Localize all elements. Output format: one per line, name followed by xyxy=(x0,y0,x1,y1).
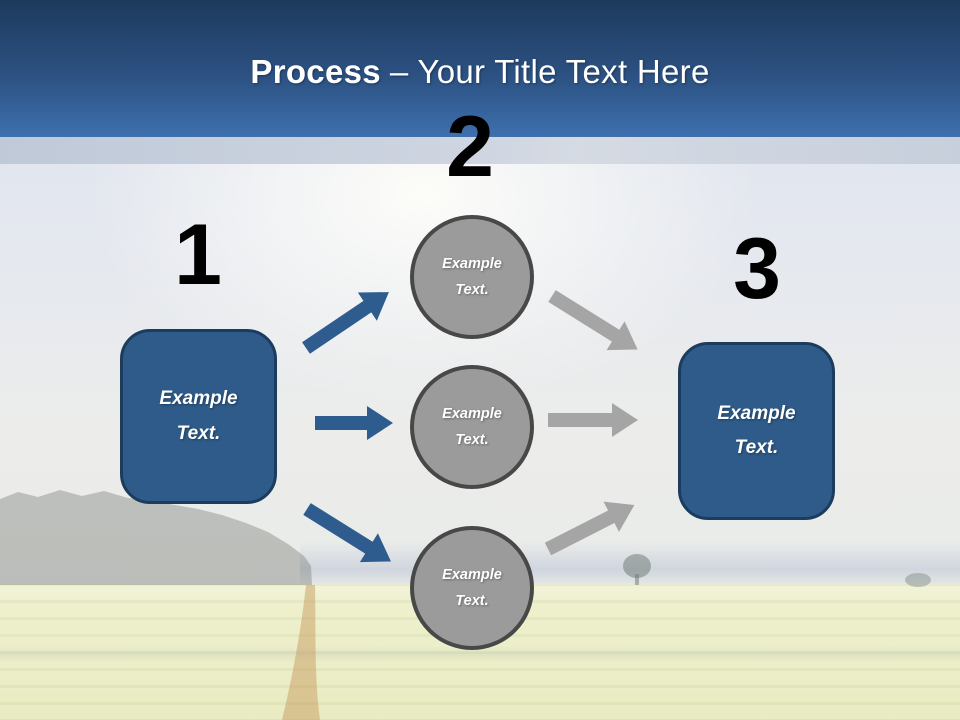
field-trail xyxy=(282,585,320,720)
process-circle-label: Example Text. xyxy=(442,566,502,609)
step-number-3: 3 xyxy=(733,221,781,317)
process-circle-label: Example Text. xyxy=(442,255,502,298)
arrow-down-right-icon xyxy=(548,290,638,351)
distant-tree xyxy=(623,554,651,585)
arrow-right-icon xyxy=(315,406,393,440)
title-keyword: Process xyxy=(250,53,381,90)
distant-bush xyxy=(905,573,931,587)
process-circle-bottom: Example Text. xyxy=(410,526,534,650)
divider-band xyxy=(0,137,960,164)
process-circle-label: Example Text. xyxy=(442,405,502,448)
process-circle-middle: Example Text. xyxy=(410,365,534,489)
process-box-left: Example Text. xyxy=(120,329,277,504)
process-circle-top: Example Text. xyxy=(410,215,534,339)
process-box-label: Example Text. xyxy=(717,402,796,458)
process-box-right: Example Text. xyxy=(678,342,835,520)
arrow-up-right-icon xyxy=(302,292,389,354)
header-bar xyxy=(0,0,960,137)
step-number-1: 1 xyxy=(174,207,222,303)
process-box-label: Example Text. xyxy=(159,388,238,444)
title-subtitle: – Your Title Text Here xyxy=(389,53,710,90)
arrow-right-icon xyxy=(548,403,638,437)
arrow-up-right-icon xyxy=(544,501,635,556)
slide-title: Process– Your Title Text Here xyxy=(0,52,960,92)
arrow-down-right-icon xyxy=(303,503,391,563)
treeline-silhouette xyxy=(0,490,312,585)
step-number-2: 2 xyxy=(446,99,494,195)
